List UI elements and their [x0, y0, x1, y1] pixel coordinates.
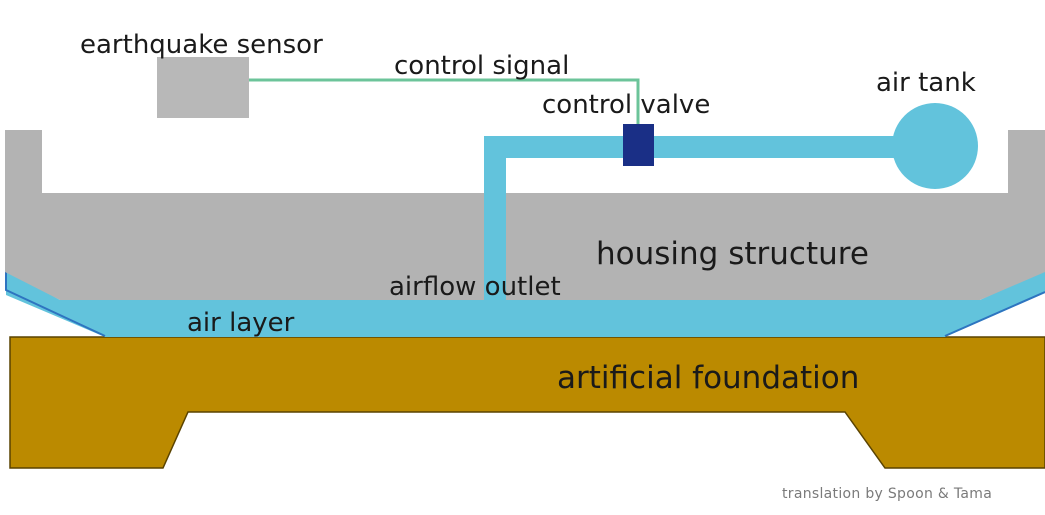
label-airflow-outlet: airflow outlet [389, 272, 561, 302]
earthquake-sensor [157, 57, 249, 118]
translation-credit: translation by Spoon & Tama [782, 486, 993, 502]
air-layer [6, 270, 1045, 337]
label-control-valve: control valve [542, 90, 711, 120]
air-tank [892, 103, 978, 189]
label-control-signal: control signal [394, 51, 570, 81]
label-earthquake-sensor: earthquake sensor [80, 30, 323, 60]
control-valve [623, 124, 654, 166]
label-housing-structure: housing structure [596, 236, 869, 272]
label-artificial-foundation: artificial foundation [557, 360, 860, 396]
housing-structure [5, 130, 1045, 300]
air-layer-left-edge [5, 268, 106, 337]
air-pipe [484, 136, 935, 300]
air-layer-right-edge [944, 291, 1045, 337]
label-air-tank: air tank [876, 68, 976, 98]
label-air-layer: air layer [187, 308, 295, 338]
artificial-foundation [9, 336, 1045, 469]
control-signal-line [249, 78, 640, 124]
